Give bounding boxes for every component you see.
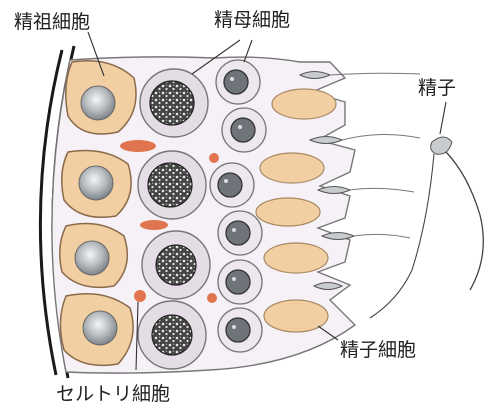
spermatocyte-cell bbox=[140, 69, 208, 137]
spermatocyte-cell bbox=[138, 301, 206, 369]
spermatid-cell bbox=[260, 153, 324, 183]
spermatogonium-cell bbox=[66, 61, 136, 134]
sperm-head bbox=[300, 72, 420, 79]
spermatocyte-cell bbox=[142, 231, 210, 299]
spermatid-cell bbox=[264, 300, 328, 332]
sperm-head bbox=[322, 233, 410, 240]
secondary-spermatocyte-cell bbox=[218, 308, 262, 352]
spermatid-cell bbox=[256, 198, 320, 226]
spermatid-cell bbox=[264, 243, 328, 273]
label-spermatocyte: 精母細胞 bbox=[214, 9, 290, 31]
sperm-head bbox=[318, 187, 414, 194]
secondary-spermatocyte-cell bbox=[218, 260, 262, 304]
label-sertoli-cell: セルトリ細胞 bbox=[56, 383, 170, 405]
spermatocyte-cell bbox=[138, 151, 206, 219]
spermatogonium-cell bbox=[62, 151, 131, 218]
secondary-spermatocyte-cell bbox=[222, 108, 266, 152]
label-spermatogonium: 精祖細胞 bbox=[14, 11, 90, 33]
spermatid-cell bbox=[272, 89, 336, 119]
free-spermatozoon bbox=[370, 137, 483, 318]
secondary-spermatocyte-cell bbox=[216, 60, 260, 104]
label-spermatid: 精子細胞 bbox=[340, 339, 416, 361]
label-sperm: 精子 bbox=[418, 77, 456, 99]
spermatogonium-cell bbox=[60, 294, 133, 366]
secondary-spermatocyte-cell bbox=[210, 163, 254, 207]
secondary-spermatocyte-cell bbox=[218, 211, 262, 255]
spermatogonium-cell bbox=[60, 224, 128, 288]
